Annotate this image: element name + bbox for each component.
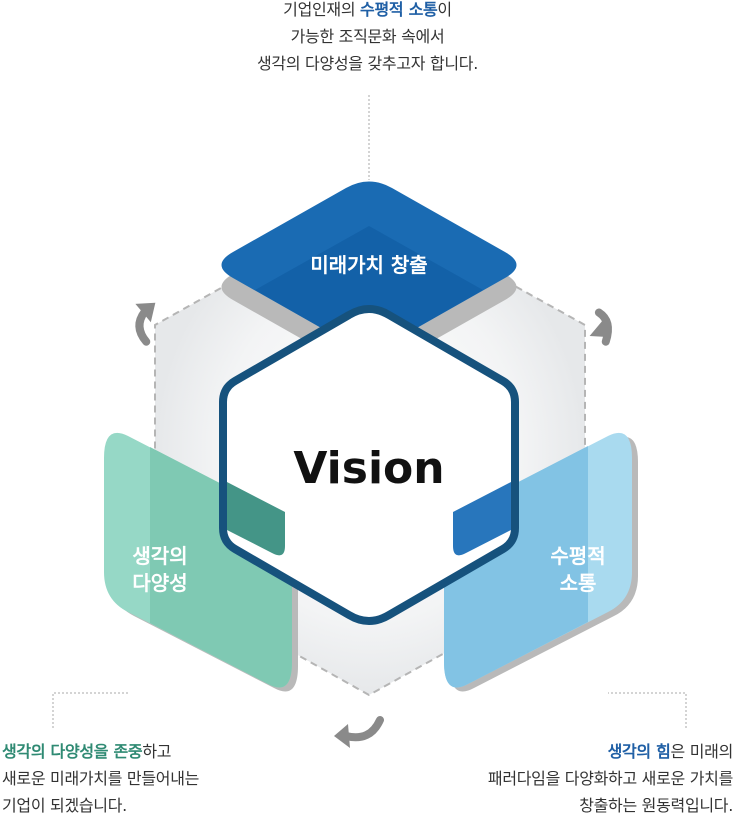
right-caption-line2: 패러다임을 다양화하고 새로운 가치를 — [487, 769, 733, 788]
center-hexagon: Vision — [219, 305, 519, 625]
left-caption-highlight-2: 존중 — [113, 742, 143, 761]
top-caption-highlight: 수평적 소통 — [360, 0, 438, 19]
left-caption-mid: 을 — [93, 742, 114, 761]
top-caption-line1-pre: 기업인재의 — [283, 0, 361, 19]
right-caption-line3: 창출하는 원동력입니다. — [579, 796, 733, 815]
top-node: 미래가치 창출 — [221, 181, 517, 371]
left-node-label-2: 다양성 — [132, 571, 187, 595]
top-caption-line1-post: 이 — [437, 0, 452, 19]
top-caption-line3: 생각의 다양성을 갖추고자 합니다. — [256, 54, 479, 73]
curved-arrow-icon — [334, 716, 384, 748]
curved-arrow-icon — [589, 308, 612, 346]
left-caption-line2: 새로운 미래가치를 만들어내는 — [2, 769, 200, 788]
right-caption-highlight: 생각의 힘 — [607, 742, 671, 761]
left-node-label-1: 생각의 — [132, 544, 187, 568]
left-caption-line1-post: 하고 — [142, 742, 172, 761]
top-node-label: 미래가치 창출 — [310, 253, 427, 277]
right-node-label-1: 수평적 — [550, 544, 605, 568]
right-caption: 생각의 힘은 미래의 패러다임을 다양화하고 새로운 가치를 창출하는 원동력입… — [488, 738, 733, 819]
right-leader-line — [608, 692, 687, 728]
left-caption: 생각의 다양성을 존중하고 새로운 미래가치를 만들어내는 기업이 되겠습니다. — [2, 738, 199, 819]
left-leader-line — [52, 692, 130, 728]
curved-arrow-icon — [135, 302, 156, 346]
vision-label: Vision — [293, 443, 444, 494]
right-node-label-2: 소통 — [560, 571, 597, 595]
top-caption: 기업인재의 수평적 소통이 가능한 조직문화 속에서 생각의 다양성을 갖추고자… — [0, 0, 735, 77]
right-caption-line1-post: 은 미래의 — [670, 742, 734, 761]
left-caption-highlight-1: 생각의 다양성 — [2, 742, 94, 761]
top-caption-line2: 가능한 조직문화 속에서 — [290, 27, 445, 46]
left-caption-line3: 기업이 되겠습니다. — [2, 796, 127, 815]
